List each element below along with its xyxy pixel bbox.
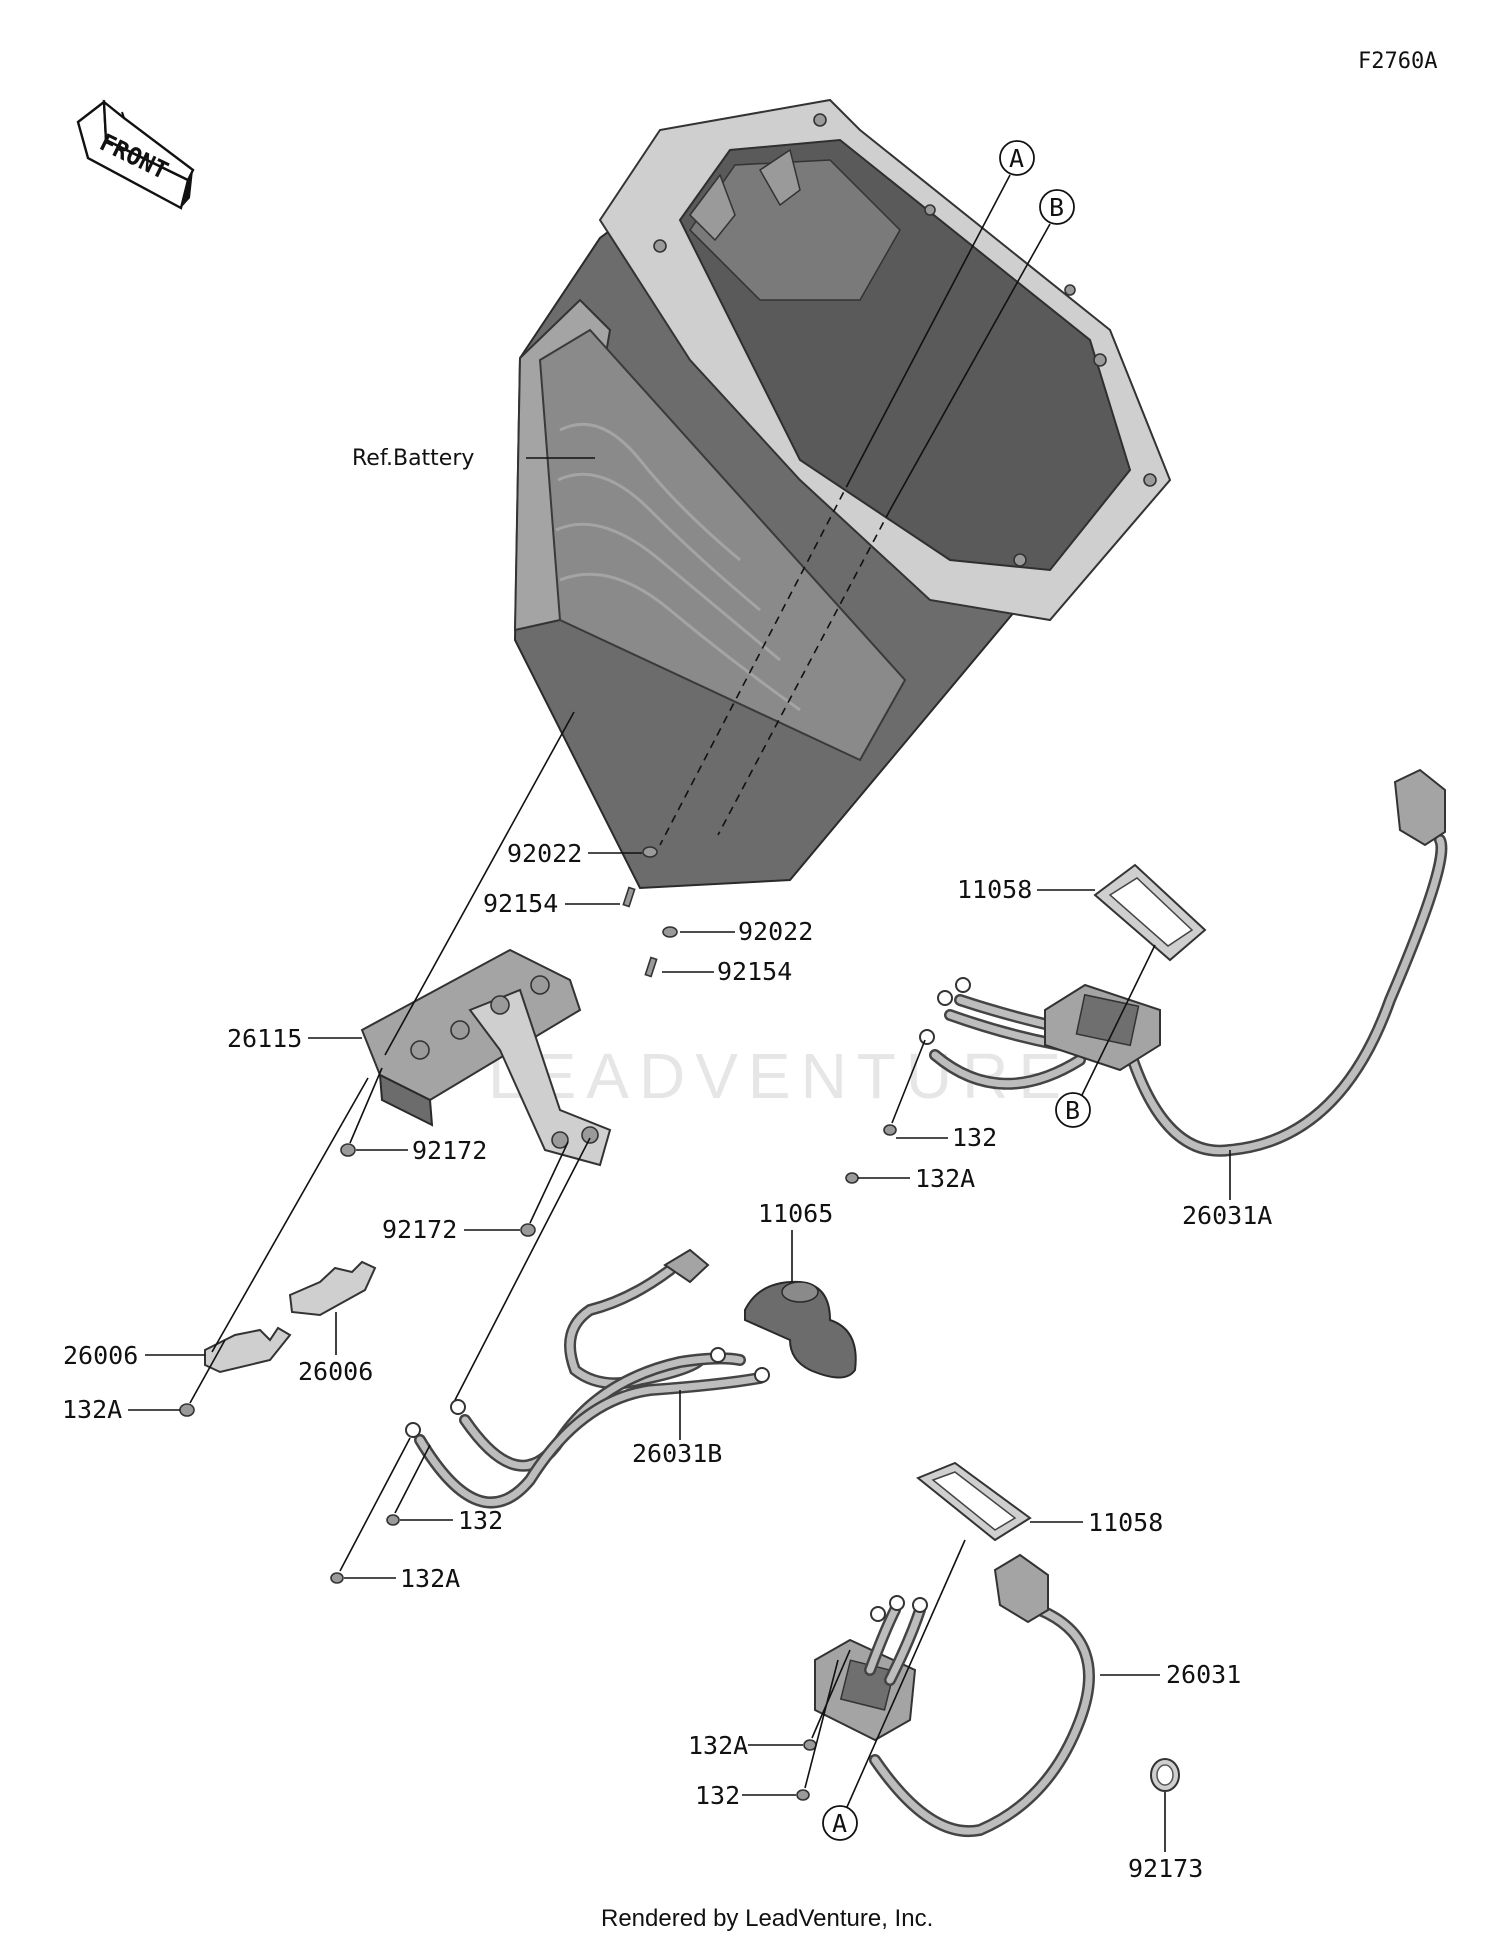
figure-code: F2760A [1358,49,1437,74]
svg-text:A: A [1009,144,1024,173]
cover-11065 [744,1280,857,1379]
footer-credit: Rendered by LeadVenture, Inc. [601,1905,933,1932]
label-132-upper: 132 [952,1123,997,1152]
svg-text:A: A [832,1809,847,1838]
front-direction-marker: FRONT [76,99,195,210]
label-132A-mid: 132A [400,1564,460,1593]
ref-marker-b-bottom: B [1055,944,1156,1128]
ref-marker-b-top: B [717,189,1075,836]
bolt-92154-right [644,956,658,978]
harness-26031B [405,1248,770,1509]
clip-26006-right [288,1260,377,1317]
label-11058-upper: 11058 [957,875,1032,904]
label-26031A: 26031A [1182,1201,1272,1230]
clamp-92173 [1150,1758,1180,1792]
gasket-11058-lower [916,1461,1032,1542]
bolt-92172-upper [340,1143,356,1157]
washer-92022-right [662,926,678,938]
svg-text:B: B [1049,193,1064,222]
label-11065: 11065 [758,1199,833,1228]
terminal-block-26115 [360,948,612,1167]
label-132A-lower: 132A [688,1731,748,1760]
bolt-92172-lower [520,1223,536,1237]
svg-text:B: B [1065,1096,1080,1125]
bolt-132A-left [179,1403,195,1417]
bolt-132-lower [796,1789,810,1801]
label-26115: 26115 [227,1024,302,1053]
bolt-132-mid [386,1514,400,1526]
label-132A-left: 132A [62,1395,122,1424]
gasket-11058-upper [1093,863,1207,962]
clip-26006-left [204,1326,292,1374]
washer-92022-left [642,846,658,858]
label-11058-lower: 11058 [1088,1508,1163,1537]
label-132-lower: 132 [695,1781,740,1810]
bolt-132-upper [883,1124,897,1136]
label-132A-upper: 132A [915,1164,975,1193]
label-26006-right: 26006 [298,1357,373,1386]
label-26031: 26031 [1166,1660,1241,1689]
label-92172-lower: 92172 [382,1215,457,1244]
label-ref-battery: Ref.Battery [352,446,474,471]
harness-26031 [814,1553,1095,1838]
label-92022-left: 92022 [507,839,582,868]
bolt-132A-lower [803,1739,817,1751]
label-92173: 92173 [1128,1854,1203,1883]
ref-marker-a-bottom: A [822,1539,966,1841]
label-26006-left: 26006 [63,1341,138,1370]
label-92172-upper: 92172 [412,1136,487,1165]
label-92022-right: 92022 [738,917,813,946]
bolt-92154-left [622,886,636,908]
label-132-mid: 132 [458,1506,503,1535]
label-92154-left: 92154 [483,889,558,918]
ref-marker-a-top: A [659,140,1035,846]
bolt-132A-upper [845,1172,859,1184]
bolt-132A-mid [330,1572,344,1584]
harness-26031A [919,768,1448,1157]
label-92154-right: 92154 [717,957,792,986]
label-26031B: 26031B [632,1439,722,1468]
